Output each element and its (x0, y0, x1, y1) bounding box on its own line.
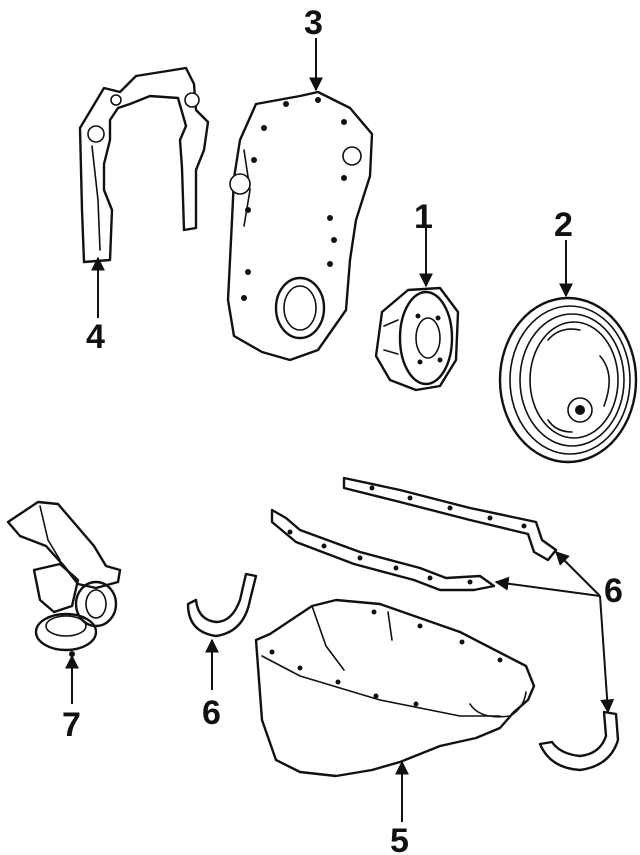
callout-4: 4 (86, 318, 105, 356)
oil-pump (6, 500, 122, 657)
timing-cover (226, 90, 374, 362)
cover-bolt-holes (241, 97, 347, 301)
oil-pan-gasket-rear (342, 476, 558, 562)
oil-pan-gasket-side (270, 508, 496, 592)
oil-pan (254, 598, 536, 778)
bearing-half-left (186, 572, 258, 638)
callout-6-right: 6 (604, 572, 623, 610)
callout-6-left: 6 (202, 694, 221, 732)
callout-labels: 1 2 3 4 5 6 6 7 (62, 4, 623, 855)
callout-5: 5 (390, 822, 409, 855)
bearing-half-right (538, 710, 620, 772)
callout-2: 2 (554, 206, 573, 244)
callout-1: 1 (414, 198, 433, 236)
leader-lines (65, 38, 615, 822)
crankshaft-hub (374, 286, 460, 392)
callout-3: 3 (304, 4, 323, 42)
callout-7: 7 (62, 706, 81, 744)
timing-cover-gasket (78, 66, 210, 264)
harmonic-balancer (498, 296, 638, 464)
